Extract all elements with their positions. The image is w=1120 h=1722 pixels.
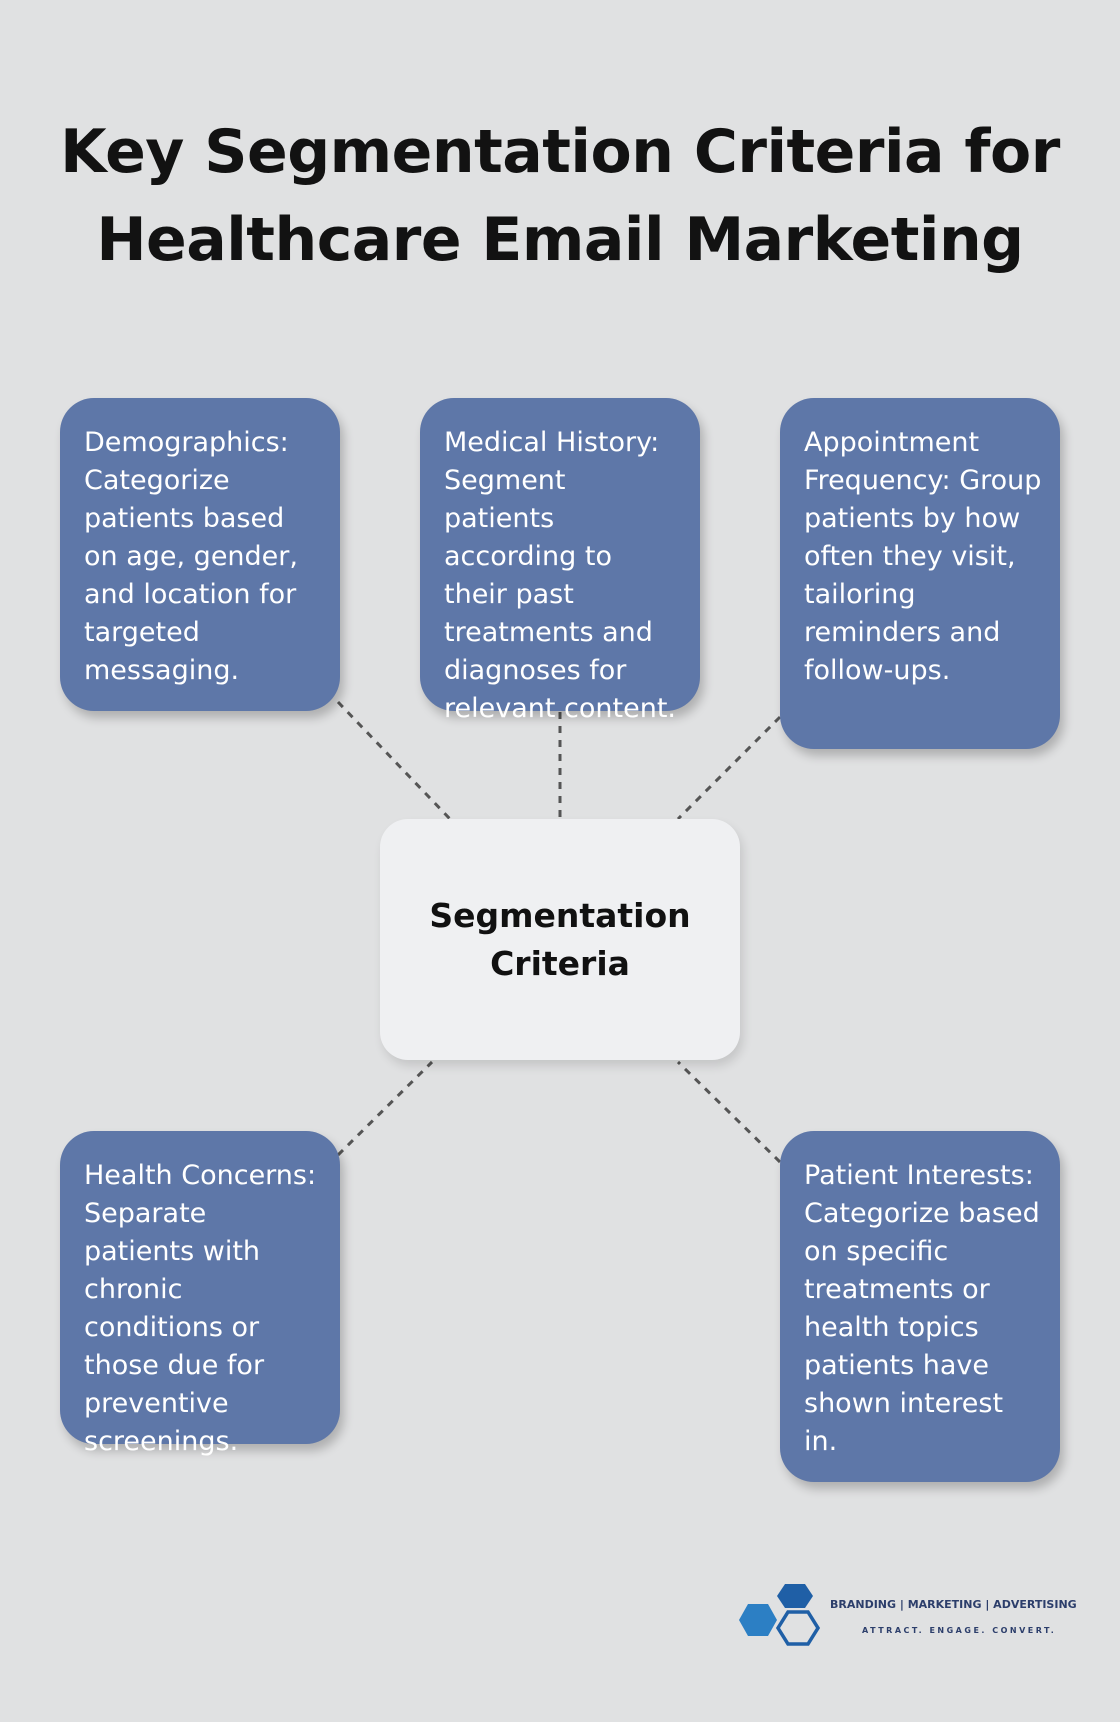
logo-tagline-bottom: ATTRACT. ENGAGE. CONVERT. [862,1626,1057,1635]
card-medical-history-text: Medical History: Segment patients accord… [444,427,676,724]
card-appointment-frequency-text: Appointment Frequency: Group patients by… [804,427,1042,686]
card-health-concerns-text: Health Concerns: Separate patients with … [84,1160,317,1457]
logo: BRANDING | MARKETING | ADVERTISING ATTRA… [730,1582,1077,1662]
card-demographics: Demographics: Categorize patients based … [60,398,340,711]
card-patient-interests-text: Patient Interests: Categorize based on s… [804,1160,1040,1457]
card-demographics-text: Demographics: Categorize patients based … [84,427,298,686]
card-appointment-frequency: Appointment Frequency: Group patients by… [780,398,1060,749]
page-title: Key Segmentation Criteria for Healthcare… [60,117,1060,275]
card-patient-interests: Patient Interests: Categorize based on s… [780,1131,1060,1482]
connector-appointment-frequency [676,715,782,821]
center-node-label: Segmentation Criteria [429,895,691,983]
center-node: Segmentation Criteria [380,819,740,1060]
logo-tagline-top: BRANDING | MARKETING | ADVERTISING [830,1598,1077,1611]
card-health-concerns: Health Concerns: Separate patients with … [60,1131,340,1457]
connector-patient-interests [676,1060,782,1164]
connector-health-concerns [336,1060,434,1157]
card-medical-history: Medical History: Segment patients accord… [420,398,700,724]
connector-demographics [336,700,452,821]
hexagon-logo-icon [739,1584,821,1646]
